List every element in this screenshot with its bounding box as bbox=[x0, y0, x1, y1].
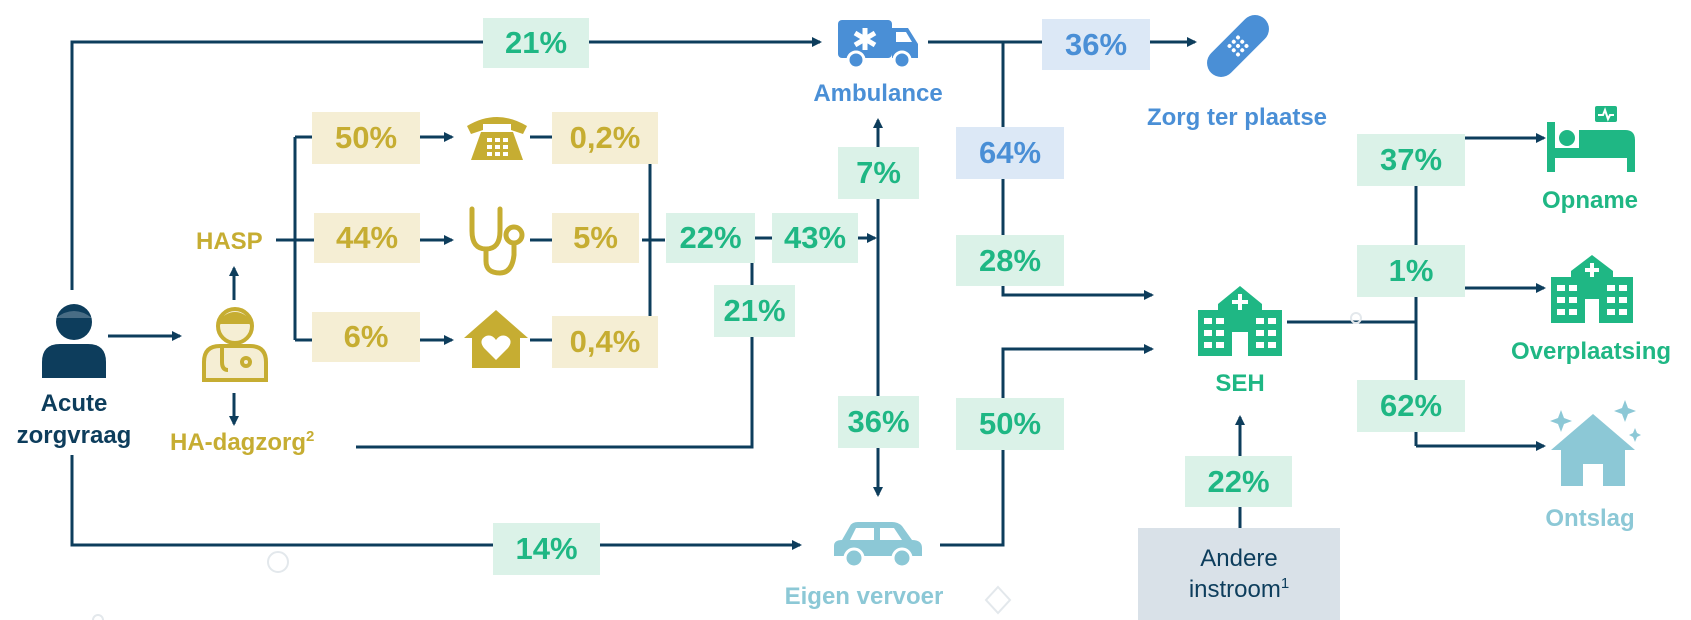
pct-home-out: 0,4% bbox=[552, 316, 658, 368]
pct-ambulance-on-site: 36% bbox=[1042, 19, 1150, 70]
hasp-label: HASP bbox=[196, 228, 263, 255]
hospital-icon bbox=[1198, 286, 1282, 356]
ontslag-label: Ontslag bbox=[1545, 505, 1635, 532]
ontslag-home-icon bbox=[1550, 400, 1641, 486]
doctor-icon bbox=[202, 307, 268, 382]
bandage-icon bbox=[1207, 15, 1269, 77]
andere-instroom-text: instroom bbox=[1188, 576, 1281, 603]
hospital-bed-icon bbox=[1547, 106, 1635, 172]
pct-eigen-vervoer-seh: 50% bbox=[956, 398, 1064, 450]
acute-label-line1: Acute bbox=[40, 390, 108, 417]
pct-hasp-phone: 50% bbox=[312, 112, 420, 164]
seh-label: SEH bbox=[1215, 370, 1265, 397]
ha-dagzorg-text: HA-dagzorg bbox=[170, 429, 306, 456]
pct-ambulance-branch: 64% bbox=[956, 127, 1064, 179]
andere-instroom-box: Andere instroom1 bbox=[1138, 528, 1340, 620]
phone-icon bbox=[467, 117, 527, 160]
pct-ambulance-seh: 28% bbox=[956, 235, 1064, 286]
pct-hasp-home: 6% bbox=[312, 312, 420, 362]
pct-seh-opname: 37% bbox=[1357, 134, 1465, 186]
opname-label: Opname bbox=[1541, 187, 1639, 214]
ambulance-icon bbox=[838, 20, 918, 70]
pct-combined: 22% bbox=[666, 213, 755, 263]
andere-instroom-footnote: 1 bbox=[1280, 575, 1290, 592]
andere-instroom-line1: Andere bbox=[1200, 544, 1278, 572]
pct-dagzorg: 21% bbox=[714, 285, 795, 337]
eigen-vervoer-label: Eigen vervoer bbox=[784, 583, 944, 610]
pct-seh-ontslag: 62% bbox=[1357, 380, 1465, 432]
pct-acute-eigen-vervoer: 14% bbox=[493, 523, 600, 575]
ha-dagzorg-label: HA-dagzorg2 bbox=[170, 428, 314, 457]
ha-dagzorg-footnote: 2 bbox=[305, 428, 315, 445]
pct-seh-overplaatsing: 1% bbox=[1357, 245, 1465, 297]
andere-instroom-line2: instroom1 bbox=[1189, 574, 1289, 605]
acute-label-line2: zorgvraag bbox=[16, 422, 132, 449]
pct-andere-instroom-seh: 22% bbox=[1185, 456, 1292, 507]
pct-hasp-stethoscope: 44% bbox=[314, 213, 420, 263]
pct-junction-eigen-vervoer: 36% bbox=[838, 396, 919, 448]
stethoscope-icon bbox=[469, 206, 525, 276]
pct-to-junction: 43% bbox=[772, 213, 858, 263]
car-icon bbox=[834, 522, 922, 569]
pct-stethoscope-out: 5% bbox=[552, 213, 639, 263]
hospital-transfer-icon bbox=[1551, 255, 1633, 323]
acute-zorgvraag-label: Acute zorgvraag bbox=[2, 388, 146, 452]
overplaatsing-label: Overplaatsing bbox=[1510, 338, 1672, 365]
pct-phone-out: 0,2% bbox=[552, 112, 658, 164]
pct-junction-ambulance: 7% bbox=[838, 147, 919, 199]
ambulance-label: Ambulance bbox=[813, 80, 943, 107]
home-heart-icon bbox=[464, 310, 528, 368]
person-icon bbox=[42, 304, 106, 378]
pct-acute-ambulance: 21% bbox=[483, 18, 589, 68]
zorg-ter-plaatse-label: Zorg ter plaatse bbox=[1146, 104, 1328, 131]
